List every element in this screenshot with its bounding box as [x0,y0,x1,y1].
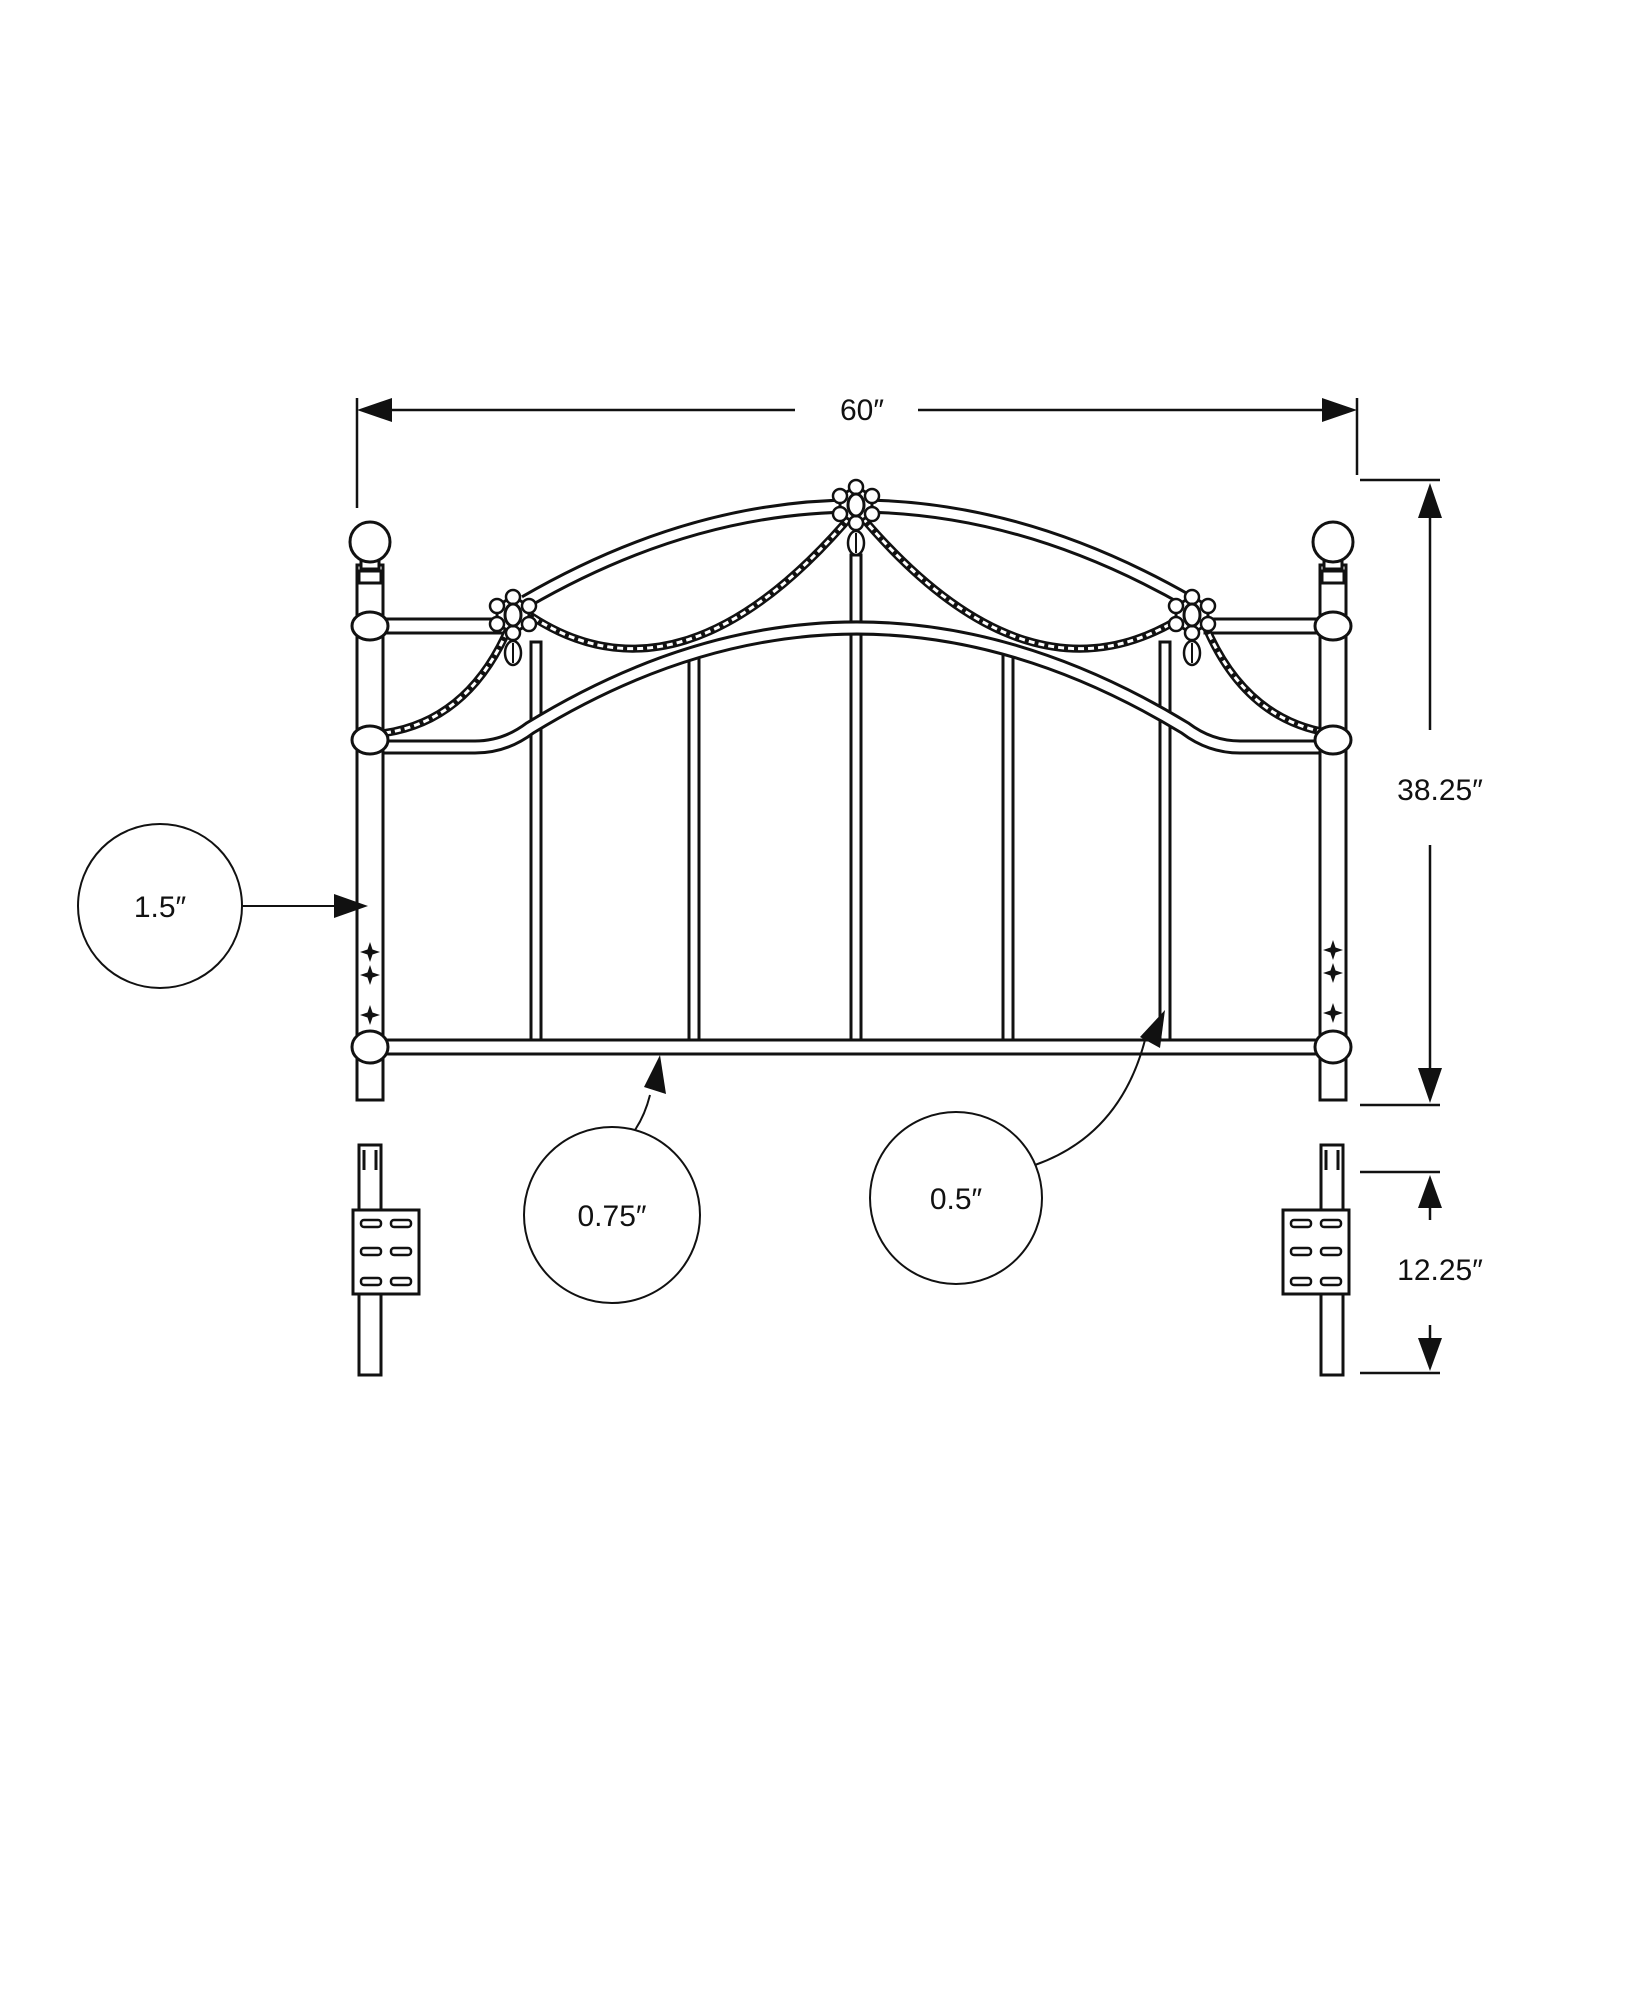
arrow-down-icon [1418,1068,1442,1103]
post-knob [1313,610,1353,642]
middle-arch-fill [380,623,1335,752]
finial-ball [348,520,392,564]
callout-spindle [869,1010,1165,1285]
post-shaft [355,563,385,1102]
arrow-up-icon [1418,483,1442,518]
swag-chain [384,623,514,737]
arrow-up-icon [1418,1175,1442,1208]
bottom-rail [378,1038,1337,1056]
left-post [348,520,392,1102]
bracket-slots [359,1218,413,1287]
bracket-slot [1319,1218,1343,1229]
leader-line [1034,1039,1146,1166]
bracket-slot [1319,1246,1343,1257]
callout-circle [869,1111,1043,1285]
bracket-slot [1289,1246,1313,1257]
rosette-center-icon [831,478,881,557]
post-diameter-label: 1.5″ [134,891,187,924]
bracket-slot [389,1276,413,1287]
width-label: 60″ [840,394,884,427]
post-collar [1320,569,1346,585]
post-collar [357,569,383,585]
swag-chain-detail [1203,624,1331,735]
spindle-diameter-label: 0.5″ [930,1183,983,1216]
spindle [529,640,543,1047]
bracket-slot [359,1218,383,1229]
leg-height-label: 12.25″ [1397,1254,1483,1287]
width-dimension [355,398,1359,508]
spindle [687,648,701,1047]
callout-bottom-rail [523,1055,701,1304]
arrow-right-icon [1322,398,1357,422]
height-label: 38.25″ [1397,774,1483,807]
arrow-down-icon [1418,1338,1442,1371]
right-leg [1281,1143,1351,1377]
arrow-left-icon [357,398,392,422]
leg-height-dimension [1360,1170,1442,1375]
arrow-right-icon [334,894,368,918]
bracket-slot [1319,1276,1343,1287]
arrow-up-icon [1140,1010,1165,1048]
bottom-rail-diameter-label: 0.75″ [577,1200,646,1233]
bracket-slot [389,1218,413,1229]
swag-chain [522,507,860,653]
bracket-slot [359,1276,383,1287]
spindle [1001,648,1015,1047]
bracket-slot [389,1246,413,1257]
post-knob [1313,1029,1353,1065]
callout-circle [523,1126,701,1304]
right-post [1311,520,1355,1102]
spindle [1158,640,1172,1047]
post-knob [350,724,390,756]
swag-chain-detail [854,509,1191,651]
bracket-slots [1289,1218,1343,1287]
post-knob [1313,724,1353,756]
rosette-right-icon [1167,588,1217,667]
post-knob [350,610,390,642]
post-knob [350,1029,390,1065]
headboard [348,478,1355,1102]
bracket-slot [1289,1276,1313,1287]
swag-chain [1201,623,1331,737]
swag-chains [384,507,1331,737]
bracket-slot [1289,1218,1313,1229]
height-dimension [1360,478,1442,1107]
finial-ball [1311,520,1355,564]
leader-line [634,1094,651,1131]
callout-post-diameter [77,823,368,989]
arrow-up-icon [644,1055,666,1094]
swag-chain-detail [384,624,512,735]
bracket-slot [359,1246,383,1257]
left-leg [351,1143,421,1377]
